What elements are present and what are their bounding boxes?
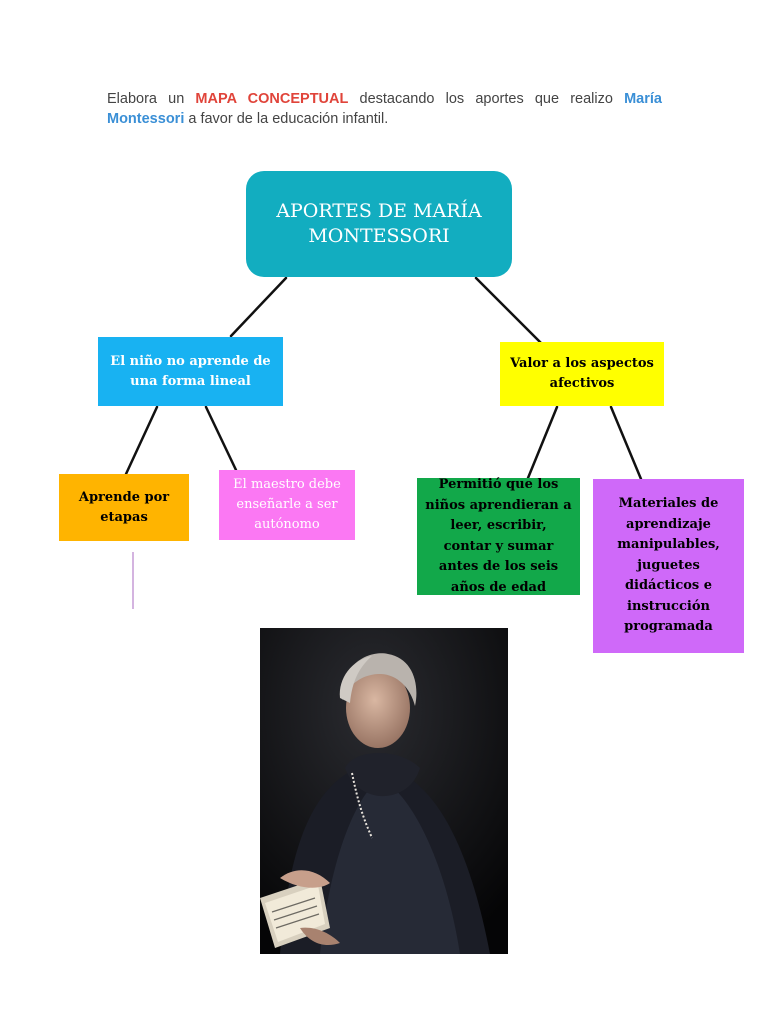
concept-non-linear-learning: El niño no aprende de una forma lineal	[98, 337, 283, 406]
concept-learns-by-stages: Aprende por etapas	[59, 474, 189, 541]
instruction-part-3: a favor de la educación infantil.	[184, 111, 389, 127]
concept-teacher-autonomy: El maestro debe enseñarle a ser autónomo	[219, 470, 355, 540]
link-root-right	[474, 276, 543, 345]
instruction-part-1: Elabora un	[107, 91, 196, 107]
link-left-etapas	[124, 405, 159, 476]
highlight-mapa-conceptual: MAPA CONCEPTUAL	[195, 91, 349, 107]
portrait-illustration	[260, 628, 508, 954]
concept-learning-materials: Materiales de aprendizaje manipulables, …	[593, 479, 744, 653]
link-right-permit	[526, 405, 559, 480]
link-left-maestro	[204, 405, 238, 472]
concept-early-literacy: Permitió que los niños aprendieran a lee…	[417, 477, 580, 595]
highlight-maria-montessori: María Montessori	[107, 91, 662, 127]
concept-affective-aspects: Valor a los aspectos afectivos	[500, 342, 664, 406]
concept-root: APORTES DE MARÍA MONTESSORI	[246, 171, 512, 277]
instruction-text: Elabora un MAPA CONCEPTUAL destacando lo…	[107, 89, 662, 129]
link-right-mater	[609, 405, 643, 481]
link-root-left	[229, 276, 288, 338]
instruction-part-2: destacando los aportes que realizo	[348, 91, 625, 107]
montessori-portrait	[260, 628, 508, 954]
